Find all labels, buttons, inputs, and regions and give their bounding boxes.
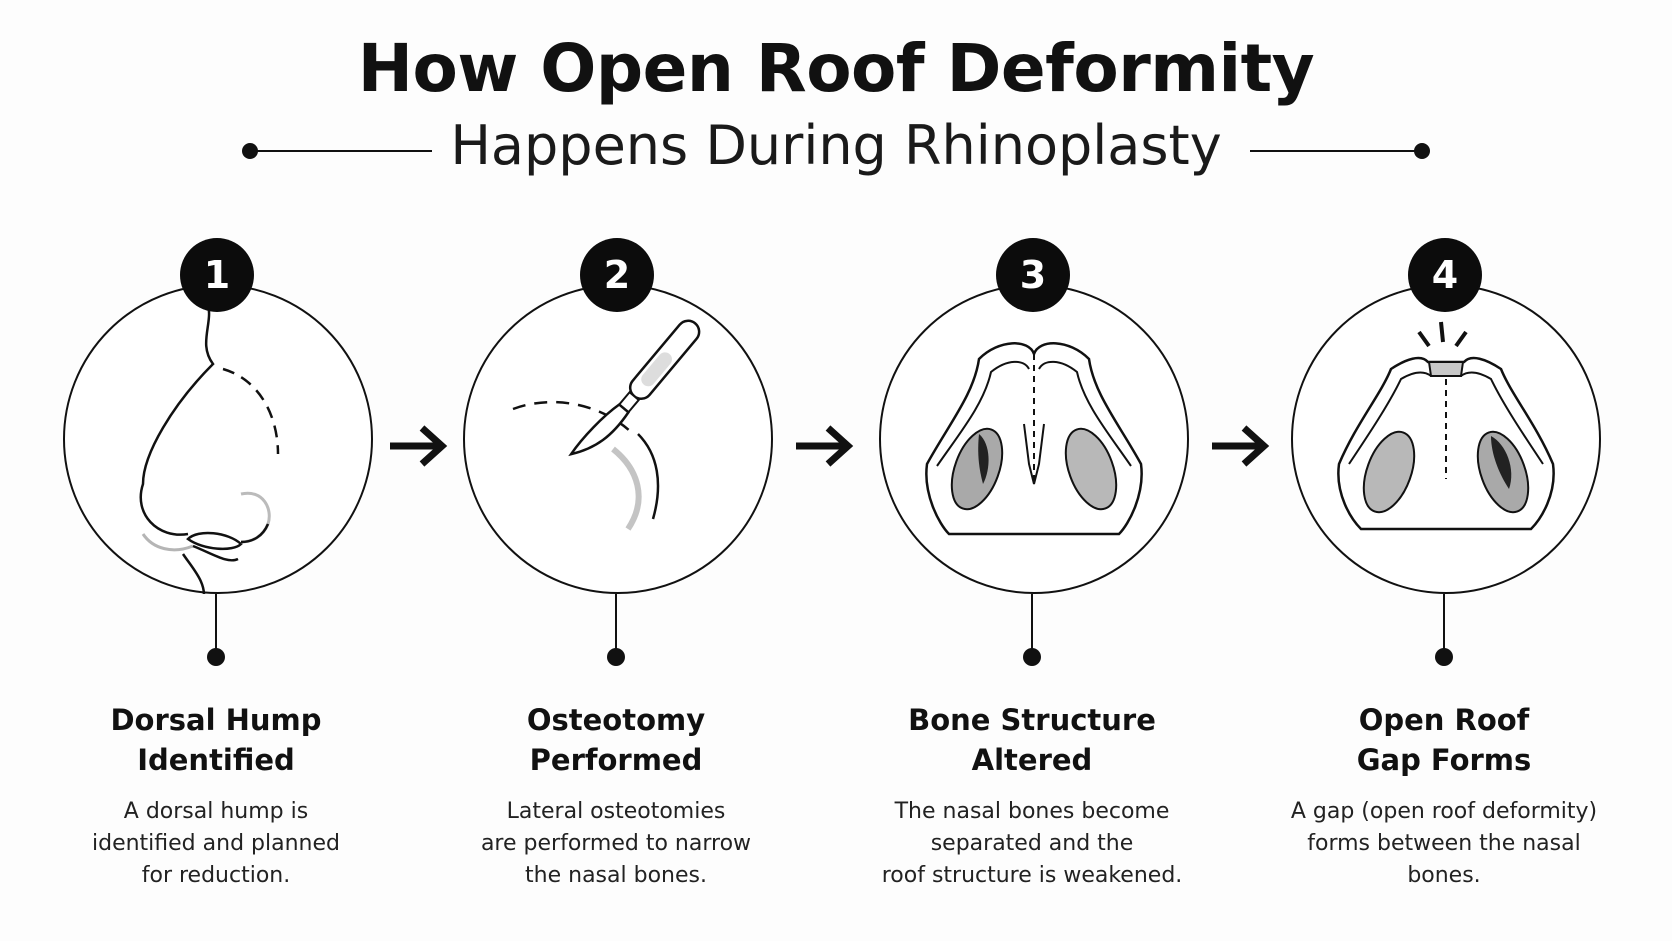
step-1-desc-line: for reduction. [141, 863, 291, 888]
step-4-desc-line: forms between the nasal [1307, 831, 1581, 856]
step-2-connector [615, 594, 617, 654]
step-3-desc-line: separated and the [930, 831, 1134, 856]
nasal-bones-separated-icon [925, 342, 1143, 536]
scalpel-icon [512, 319, 701, 531]
page-title: How Open Roof Deformity [357, 30, 1315, 107]
subtitle-rule-right [1250, 150, 1420, 152]
page-subtitle: Happens During Rhinoplasty [450, 114, 1222, 177]
subtitle-row: Happens During Rhinoplasty [0, 110, 1672, 190]
arrow-right-icon [390, 425, 448, 467]
step-2-connector-dot [607, 648, 625, 666]
step-4-description: A gap (open roof deformity) forms betwee… [1242, 796, 1646, 892]
step-1-title-line: Dorsal Hump [110, 703, 322, 737]
step-1-number-badge: 1 [180, 238, 254, 312]
step-3-desc-line: The nasal bones become [894, 799, 1170, 824]
step-3-desc-line: roof structure is weakened. [881, 863, 1183, 888]
step-2-desc-line: are performed to narrow [480, 831, 752, 856]
step-3-title: Bone Structure Altered [850, 700, 1214, 780]
step-1-title-line: Identified [137, 743, 295, 777]
step-1-desc-line: A dorsal hump is [123, 799, 309, 824]
subtitle-rule-left [250, 150, 432, 152]
step-4-title: Open Roof Gap Forms [1262, 700, 1626, 780]
step-1-title: Dorsal Hump Identified [34, 700, 398, 780]
step-1-connector [215, 594, 217, 654]
open-roof-gap-icon [1337, 321, 1555, 531]
step-3-connector-dot [1023, 648, 1041, 666]
step-2-description: Lateral osteotomies are performed to nar… [414, 796, 818, 892]
step-2-circle [463, 284, 773, 594]
step-3-description: The nasal bones become separated and the… [830, 796, 1234, 892]
step-1-connector-dot [207, 648, 225, 666]
arrow-right-icon [1212, 425, 1270, 467]
subtitle-rule-right-dot [1414, 143, 1430, 159]
arrow-right-icon [796, 425, 854, 467]
step-3-title-line: Bone Structure [908, 703, 1156, 737]
step-4-desc-line: bones. [1407, 863, 1481, 888]
step-1-description: A dorsal hump is identified and planned … [14, 796, 418, 892]
step-1-desc-line: identified and planned [92, 831, 340, 856]
step-2-desc-line: the nasal bones. [525, 863, 707, 888]
step-2-title: Osteotomy Performed [434, 700, 798, 780]
step-3-connector [1031, 594, 1033, 654]
step-3-number-badge: 3 [996, 238, 1070, 312]
step-4-desc-line: A gap (open roof deformity) [1290, 799, 1598, 824]
step-2-title-line: Osteotomy [526, 703, 706, 737]
step-3-title-line: Altered [971, 743, 1093, 777]
step-4-number-badge: 4 [1408, 238, 1482, 312]
step-2-number-badge: 2 [580, 238, 654, 312]
step-4-title-line: Open Roof [1358, 703, 1530, 737]
step-4-connector [1443, 594, 1445, 654]
step-4-title-line: Gap Forms [1356, 743, 1532, 777]
nose-profile-icon [139, 303, 280, 594]
step-1-circle [63, 284, 373, 594]
step-4-connector-dot [1435, 648, 1453, 666]
step-2-title-line: Performed [529, 743, 703, 777]
step-2-desc-line: Lateral osteotomies [506, 799, 726, 824]
